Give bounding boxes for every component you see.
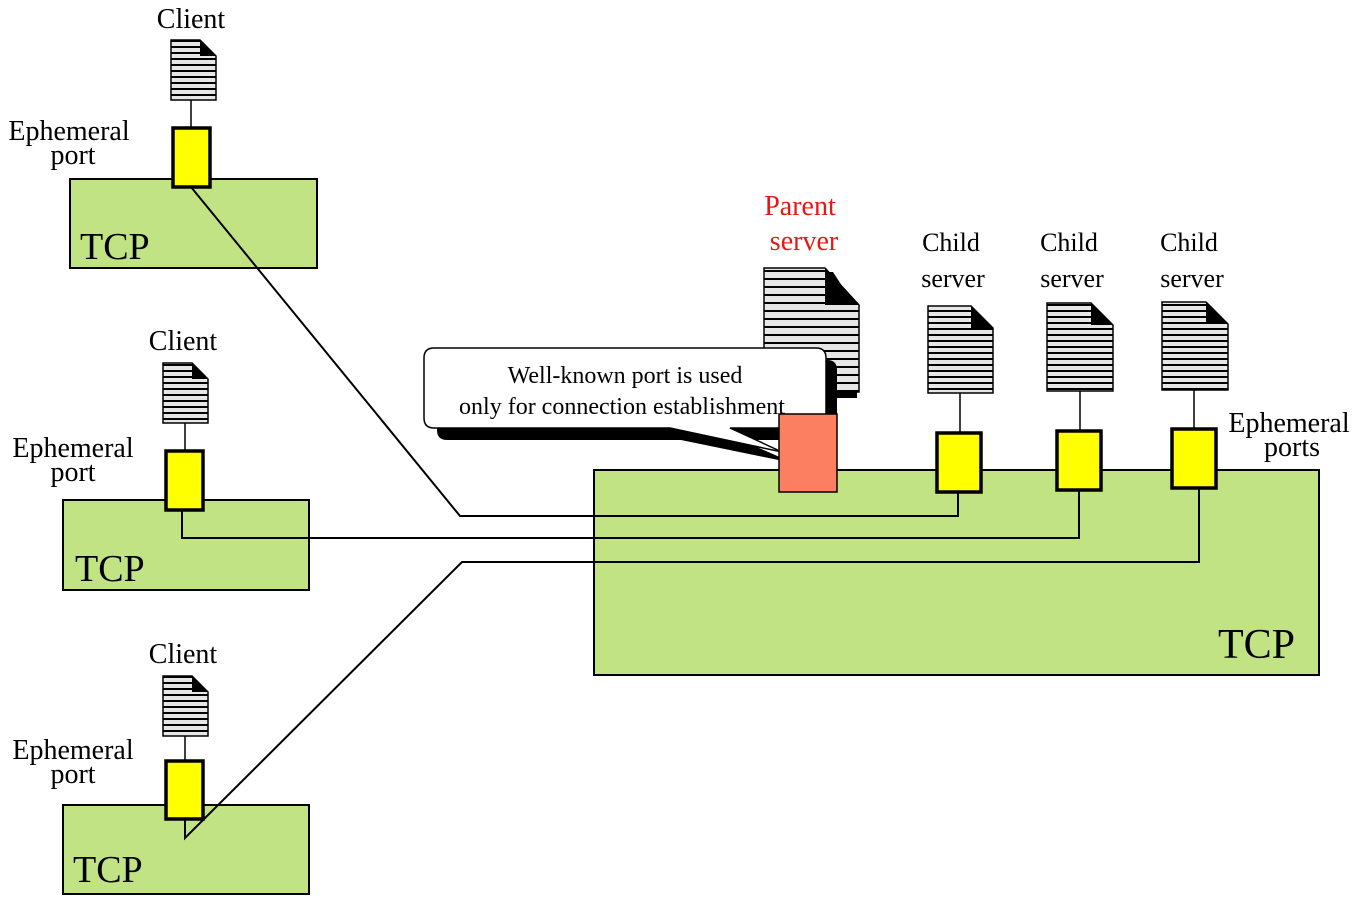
client-1-tcp-label: TCP xyxy=(80,226,150,268)
child-server-1-document-icon xyxy=(927,305,994,394)
client-2-port-label-line2: port xyxy=(50,457,95,488)
parent-server-label-line1: Parent xyxy=(764,191,836,222)
server-tcp-label: TCP xyxy=(1218,622,1295,668)
child-server-1-label-line1: Child xyxy=(922,228,980,257)
callout-text-line1: Well-known port is used xyxy=(508,363,743,389)
well-known-port xyxy=(778,413,838,493)
connection-line-1 xyxy=(190,186,959,517)
child-server-3-label-line1: Child xyxy=(1160,228,1218,257)
connection-line-2 xyxy=(181,490,1080,539)
callout-text-line2: only for connection establishment xyxy=(459,394,785,420)
server-ports-label-line1: Ephemeral xyxy=(1228,408,1349,439)
server-ports-label-line2: ports xyxy=(1264,432,1320,463)
client-1-port-label-line2: port xyxy=(50,140,95,171)
client-2-label: Client xyxy=(149,326,218,357)
child-server-2-label-line1: Child xyxy=(1040,228,1098,257)
child-server-2-document-icon xyxy=(1046,302,1114,392)
child-server-3-ephemeral-port xyxy=(1170,427,1218,490)
child-server-2-label-line2: server xyxy=(1040,264,1104,293)
client-1-ephemeral-port xyxy=(171,126,212,189)
connection-line-3 xyxy=(184,488,1200,841)
client-2-ephemeral-port xyxy=(164,449,205,512)
client-2-port-label-line1: Ephemeral xyxy=(12,433,133,464)
client-3-port-label-line1: Ephemeral xyxy=(12,735,133,766)
client-3-tcp-label: TCP xyxy=(73,849,143,891)
child-server-3-label-line2: server xyxy=(1160,264,1224,293)
client-3-ephemeral-port xyxy=(164,759,205,821)
child-server-3-document-icon xyxy=(1161,301,1229,391)
client-2-document-icon xyxy=(162,362,209,424)
client-3-port-label-line2: port xyxy=(50,759,95,790)
client-3-label: Client xyxy=(149,639,218,670)
child-server-1-ephemeral-port xyxy=(935,431,983,494)
client-2-tcp-label: TCP xyxy=(75,548,145,590)
client-1-document-icon xyxy=(170,39,217,101)
client-1-label: Client xyxy=(157,4,226,35)
client-2-tcp-box xyxy=(62,499,310,591)
server-tcp-box xyxy=(593,469,1320,676)
child-server-1-label-line2: server xyxy=(921,264,985,293)
client-1-port-label-line1: Ephemeral xyxy=(8,116,129,147)
callout-bubble: Well-known port is used only for connect… xyxy=(423,347,837,463)
client-3-document-icon xyxy=(162,675,209,737)
parent-server-label-line2: server xyxy=(770,226,839,257)
child-server-2-ephemeral-port xyxy=(1055,429,1103,492)
